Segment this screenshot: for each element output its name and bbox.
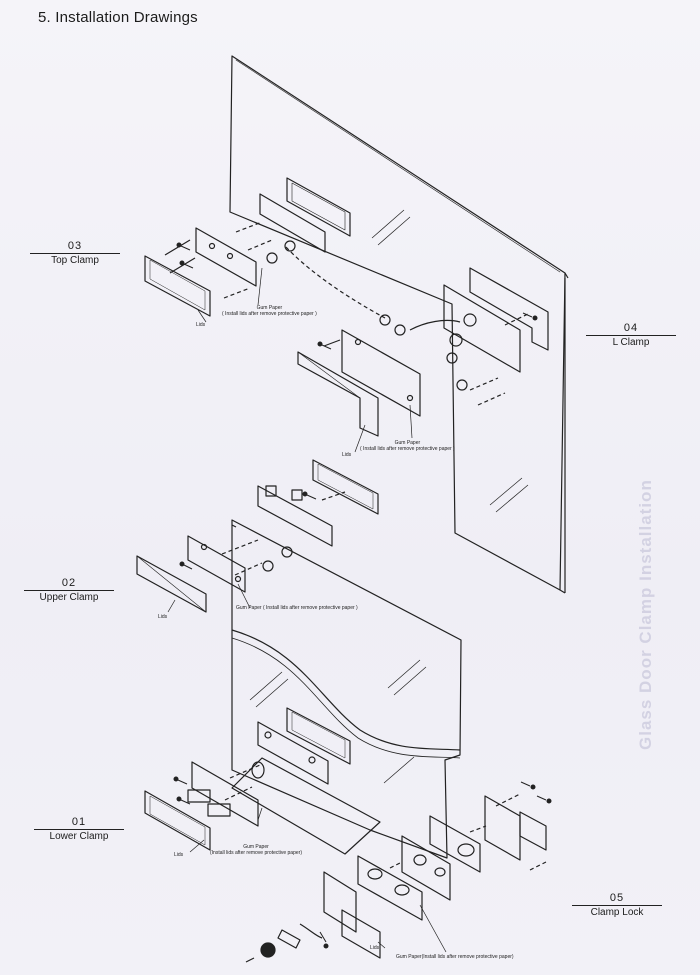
label-l-clamp: 04 L Clamp (586, 322, 676, 348)
l-clamp-assembly (297, 267, 549, 437)
callout-lids-upper: Lids (158, 614, 168, 620)
lower-clamp-assembly (144, 707, 381, 855)
callout-install-note: ( Install lids after remove protective p… (360, 446, 455, 452)
leader-lines (167, 267, 447, 953)
callout-gum-paper-lower: Gum Paper (Install lids after remove pro… (210, 844, 302, 856)
label-number: 04 (586, 322, 676, 336)
callout-gum-paper-label: Gum Paper (394, 440, 421, 446)
label-top-clamp: 03 Top Clamp (30, 240, 120, 266)
label-upper-clamp: 02 Upper Clamp (24, 577, 114, 603)
callout-lids-top: Lids (196, 322, 206, 328)
label-name: Top Clamp (51, 255, 99, 266)
label-clamp-lock: 05 Clamp Lock (572, 892, 662, 918)
label-name: Lower Clamp (49, 831, 109, 842)
callout-lids-lower: Lids (174, 852, 184, 858)
callout-gum-paper-l: Gum Paper ( Install lids after remove pr… (360, 440, 455, 452)
label-number: 02 (24, 577, 114, 591)
fixed-glass-panel (229, 55, 569, 594)
callout-gum-paper-label: Gum Paper (243, 844, 269, 850)
callout-gum-paper-lock: Gum Paper(Install lids after remove prot… (396, 954, 514, 960)
callout-gum-paper-top: Gum Paper ( Install lids after remove pr… (222, 305, 317, 317)
callout-gum-paper-upper: Gum Paper ( Install lids after remove pr… (236, 605, 358, 611)
callout-lids-l: Lids (342, 452, 352, 458)
screws (173, 242, 552, 949)
label-name: L Clamp (612, 337, 650, 348)
label-number: 05 (572, 892, 662, 906)
label-name: Upper Clamp (39, 592, 99, 603)
callout-install-note: ( Install lids after remove protective p… (222, 311, 317, 317)
callout-install-note: (Install lids after remove protective pa… (210, 850, 302, 856)
clamp-lock-assembly (245, 793, 547, 963)
label-lower-clamp: 01 Lower Clamp (34, 816, 124, 842)
label-number: 03 (30, 240, 120, 254)
label-number: 01 (34, 816, 124, 830)
callout-lids-lock: Lids (370, 945, 380, 951)
label-name: Clamp Lock (590, 907, 644, 918)
callout-gum-paper-label: Gum Paper (256, 305, 283, 311)
door-glass-panel (231, 519, 462, 859)
page-heading: 5. Installation Drawings (38, 9, 198, 26)
top-clamp-assembly (144, 177, 386, 319)
upper-clamp-assembly (136, 459, 379, 613)
